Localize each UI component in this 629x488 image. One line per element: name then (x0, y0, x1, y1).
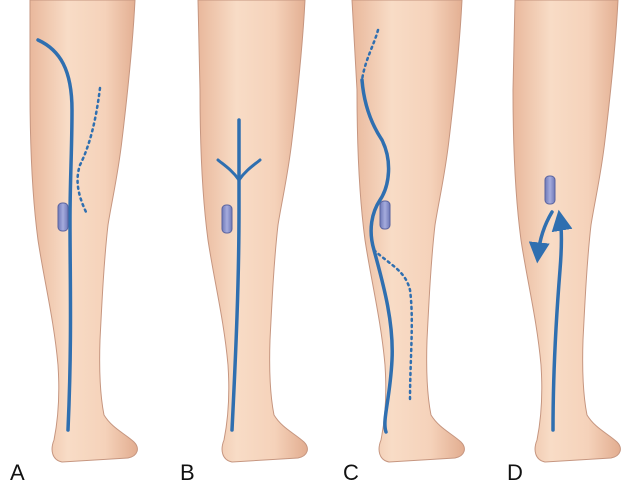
leg-d (513, 0, 620, 462)
panel-c: C (343, 0, 464, 485)
panel-label-b: B (180, 460, 195, 485)
leg-c (352, 0, 464, 462)
panel-label-c: C (343, 460, 359, 485)
panel-a: A (10, 0, 137, 485)
panel-b: B (180, 0, 307, 485)
cylinder-icon (222, 205, 232, 233)
leg-b (198, 0, 307, 462)
panel-d: D (507, 0, 620, 485)
cylinder-icon (545, 176, 555, 204)
cylinder-icon (58, 203, 68, 231)
panel-label-a: A (10, 460, 25, 485)
panel-label-d: D (507, 460, 523, 485)
cylinder-icon (380, 201, 390, 229)
leg-a (30, 0, 137, 462)
